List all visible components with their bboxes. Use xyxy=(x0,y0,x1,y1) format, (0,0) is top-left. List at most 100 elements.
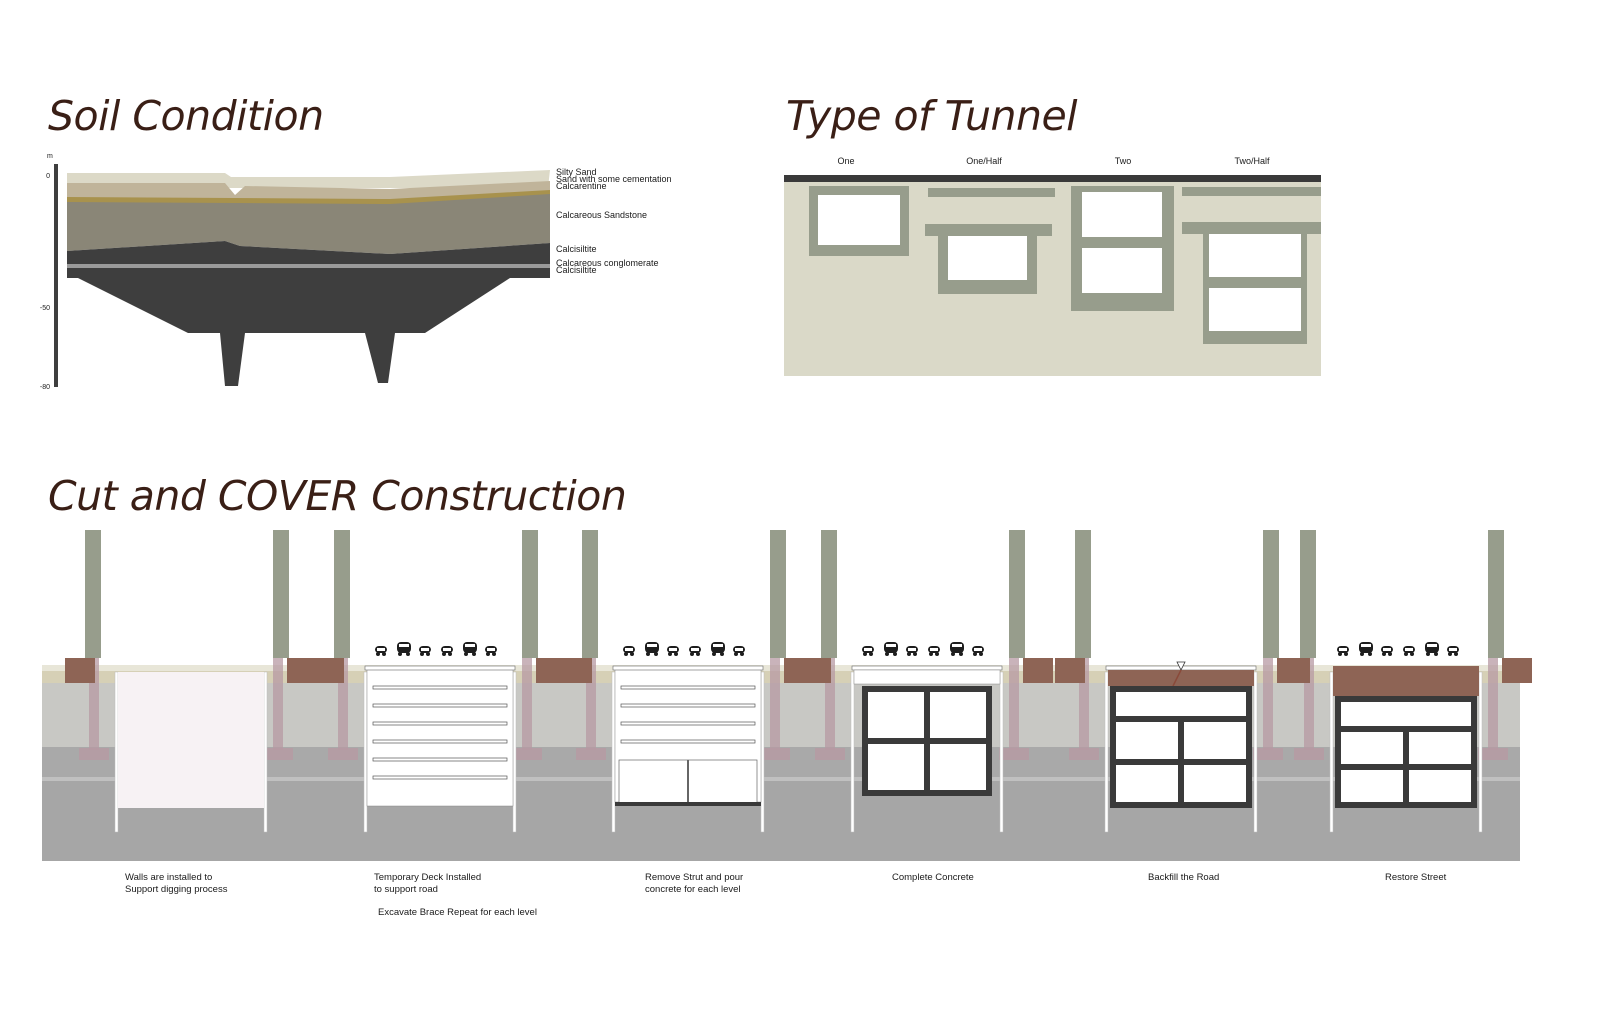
soil-condition-title: Soil Condition xyxy=(48,92,324,140)
temporary-deck xyxy=(612,665,764,671)
tunnel-cell xyxy=(930,744,986,790)
soil-layer-labels: Silty Sand Sand with some cementation Ca… xyxy=(556,167,672,275)
vehicle-icon xyxy=(463,642,477,656)
tunnel-upper-level xyxy=(1116,692,1246,716)
vehicle-icon xyxy=(928,646,940,656)
vehicle-icon xyxy=(972,646,984,656)
soldier-pile xyxy=(582,530,598,658)
soldier-pile xyxy=(1263,530,1279,658)
conglomerate-layer xyxy=(67,264,550,268)
pile-footing xyxy=(328,748,358,760)
road-block xyxy=(801,658,831,683)
pile-footing xyxy=(999,748,1029,760)
soldier-pile xyxy=(1488,530,1504,658)
construction-step-3 xyxy=(562,530,814,833)
step-caption: Temporary Deck Installed xyxy=(374,872,481,883)
step-caption: Remove Strut and pour xyxy=(645,872,743,883)
vehicle-icon xyxy=(1381,646,1393,656)
strut xyxy=(372,757,508,762)
depth-tick-80: -80 xyxy=(40,384,50,391)
calcarentine-layer xyxy=(67,190,550,205)
excavation-wall xyxy=(1329,671,1334,833)
excavation-wall xyxy=(1253,671,1258,833)
soil-profile-diagram: m 0 -50 -80 Silty Sand Sand with some ce… xyxy=(40,153,672,391)
excavation-wall xyxy=(512,671,517,833)
pile-footing xyxy=(1253,748,1283,760)
tunnel-type-label: One/Half xyxy=(966,156,1002,166)
step-caption: concrete for each level xyxy=(645,884,741,895)
calcareous-sandstone-layer xyxy=(67,194,550,254)
pile-footing xyxy=(1069,748,1099,760)
step-caption: Restore Street xyxy=(1385,872,1447,883)
soldier-pile xyxy=(1075,530,1091,658)
road-block xyxy=(536,658,566,683)
road-block xyxy=(1502,658,1532,683)
fill-hopper-icon xyxy=(1176,661,1186,671)
soldier-pile xyxy=(1009,530,1025,658)
step-caption: to support road xyxy=(374,884,438,895)
excavation-wall xyxy=(363,671,368,833)
pile-footing xyxy=(512,748,542,760)
temporary-deck xyxy=(851,665,1003,671)
pile-footing xyxy=(576,748,606,760)
tunnel-two xyxy=(1071,186,1174,311)
road-block xyxy=(1023,658,1053,683)
depth-unit-label: m xyxy=(47,153,53,160)
road-block xyxy=(562,658,592,683)
strut xyxy=(620,721,756,726)
soldier-pile xyxy=(821,530,837,658)
excavation-wall xyxy=(1104,671,1109,833)
vehicle-icon xyxy=(1447,646,1459,656)
tunnel-cell xyxy=(1341,732,1403,764)
strut xyxy=(620,703,756,708)
step-caption: Walls are installed to xyxy=(125,872,212,883)
fill-chute xyxy=(1172,669,1182,687)
vehicle-icon xyxy=(711,642,725,656)
vehicle-icon xyxy=(485,646,497,656)
backfill xyxy=(1108,670,1254,686)
tunnel-type-label: Two xyxy=(1115,156,1132,166)
road-block xyxy=(1280,658,1310,683)
construction-steps xyxy=(65,530,1532,833)
pile-shaft xyxy=(770,632,780,750)
construction-step-1 xyxy=(65,530,317,833)
vehicle-icon xyxy=(1403,646,1415,656)
soldier-pile xyxy=(770,530,786,658)
tunnel-upper-level xyxy=(1341,702,1471,726)
step-caption: Backfill the Road xyxy=(1148,872,1219,883)
pile-footing xyxy=(1294,748,1324,760)
strut xyxy=(372,703,508,708)
vehicle-icon xyxy=(375,646,387,656)
soldier-pile xyxy=(273,530,289,658)
excavation-wall xyxy=(263,671,268,833)
tunnel-cell xyxy=(868,744,924,790)
road-block xyxy=(314,658,344,683)
strut xyxy=(372,721,508,726)
road-block xyxy=(65,658,95,683)
tunnel-cell xyxy=(1116,722,1178,759)
calcisiltite-lower-layer xyxy=(67,268,550,386)
pile-shaft xyxy=(273,632,283,750)
base-slab xyxy=(615,802,761,806)
construction-step-6 xyxy=(1280,530,1532,833)
soldier-pile xyxy=(85,530,101,658)
cut-and-cover-title: Cut and COVER Construction xyxy=(48,472,627,520)
excavation-wall xyxy=(114,671,119,833)
layer-label: Calcisiltite xyxy=(556,244,597,254)
calcisiltite-layer xyxy=(67,241,550,265)
vehicle-icon xyxy=(906,646,918,656)
layer-label: Calcarentine xyxy=(556,181,607,191)
tunnel-cell xyxy=(930,692,986,738)
vehicle-icon xyxy=(950,642,964,656)
vehicle-icon xyxy=(667,646,679,656)
pile-shaft xyxy=(338,632,348,750)
excavation-pit xyxy=(118,672,264,808)
pile-shaft xyxy=(1304,632,1314,750)
tunnel-one xyxy=(809,186,909,256)
pour-divider xyxy=(687,760,689,804)
strut xyxy=(620,685,756,690)
pile-footing xyxy=(263,748,293,760)
tunnel-cell xyxy=(1184,765,1246,802)
construction-step-5 xyxy=(1055,530,1307,833)
